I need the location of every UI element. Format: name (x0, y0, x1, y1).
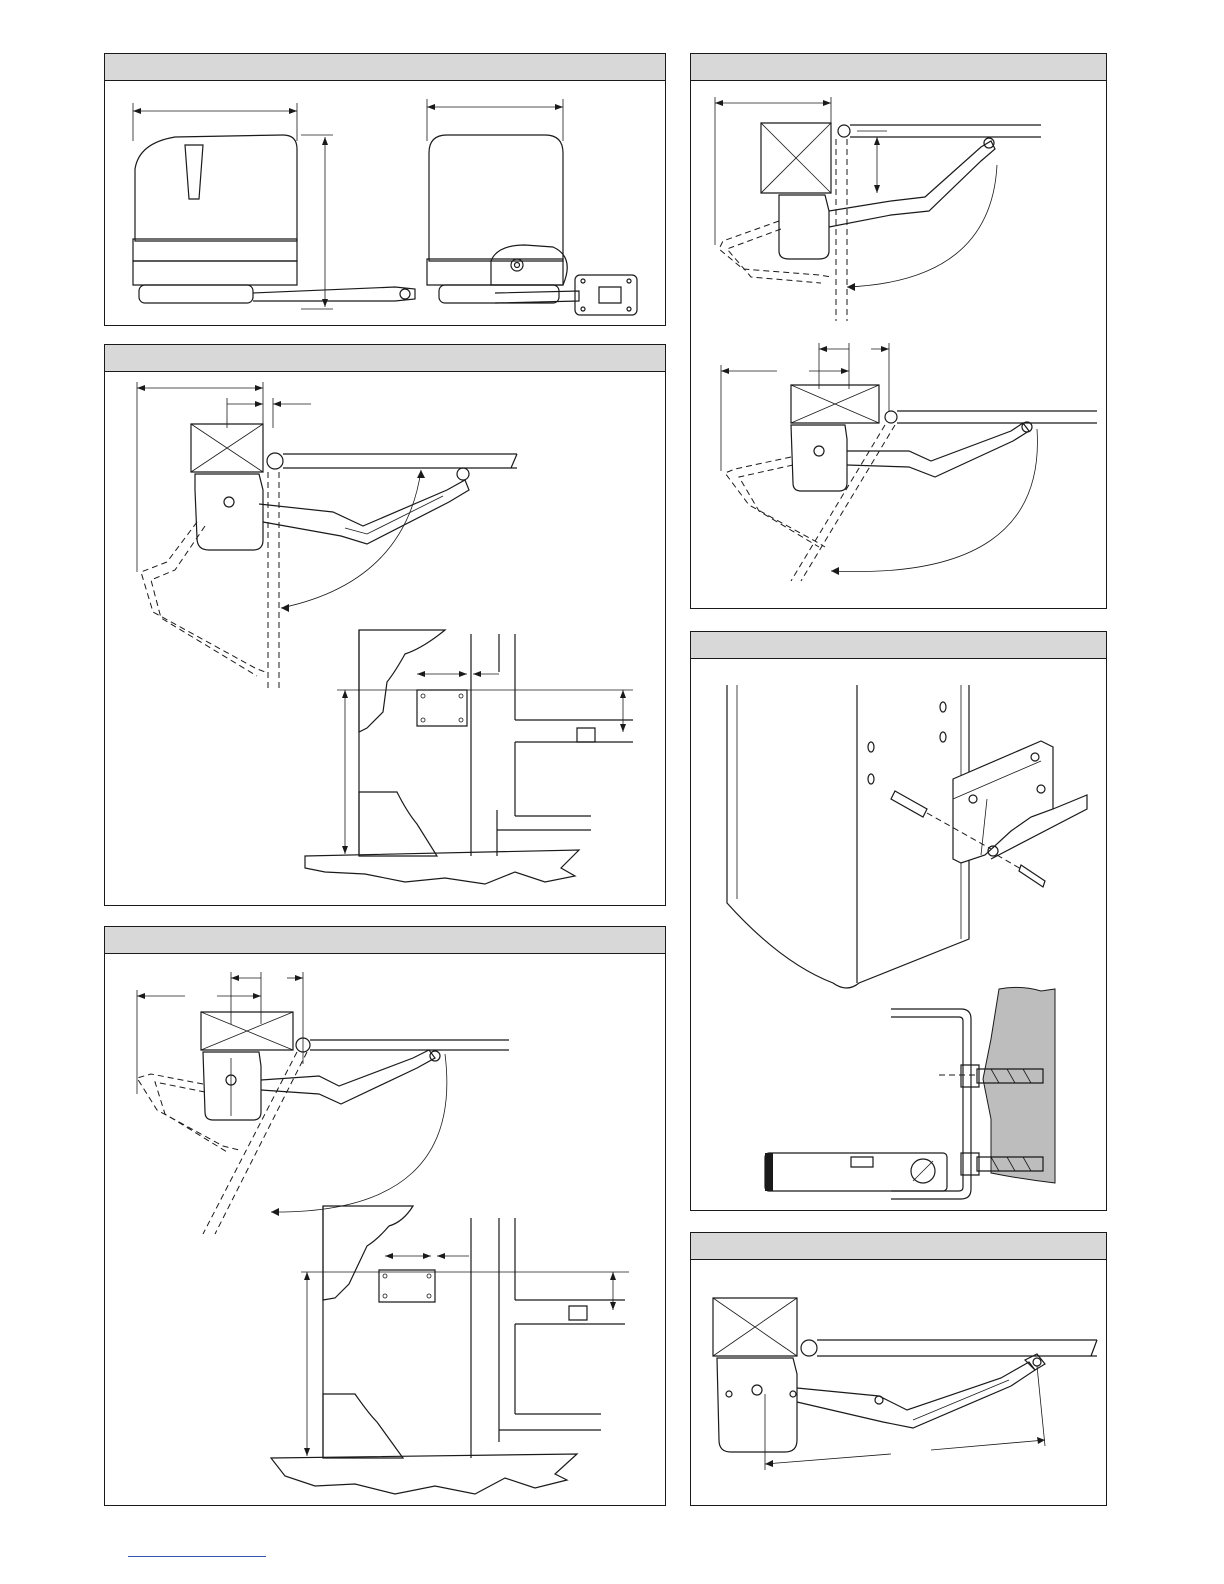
installation-a-drawing (105, 372, 665, 905)
spirit-level (765, 1153, 947, 1191)
open-arm-dashed (137, 1074, 239, 1152)
upper-layout (715, 97, 1041, 321)
panel-header (691, 632, 1106, 659)
footer-rule (128, 1556, 266, 1557)
panel-header (105, 345, 665, 372)
panel-installation-b (104, 926, 666, 1506)
wall-detail (305, 630, 633, 884)
panel-header (105, 54, 665, 81)
pillar (201, 1012, 293, 1050)
gate-leaf (203, 1038, 509, 1234)
panel-installation-a (104, 344, 666, 906)
pillar (191, 424, 263, 472)
arm-length-dimension (765, 1366, 1045, 1470)
operator-side-view (133, 135, 415, 303)
panel-bracket-fixing (690, 631, 1107, 1211)
fixing-screw (997, 855, 1045, 887)
operator-dimension-drawing (105, 81, 665, 325)
height-dimension (301, 135, 333, 309)
operator-body (195, 468, 469, 550)
panel-header (691, 54, 1106, 81)
panel-arm-length (690, 1232, 1107, 1506)
operator-body (717, 1354, 1045, 1452)
panel-header (105, 927, 665, 954)
panel-header (691, 1233, 1106, 1260)
pillar-post (727, 685, 969, 988)
installation-c-drawing (691, 81, 1106, 608)
bracket (953, 741, 1087, 863)
operator-front-view (427, 135, 637, 315)
open-arm-dashed (141, 522, 265, 676)
gate-leaf (267, 453, 517, 688)
lower-layout (721, 343, 1097, 581)
dimension-lines (137, 382, 311, 572)
wall-detail (271, 1206, 629, 1494)
grey-wall (983, 987, 1055, 1183)
operator-body (203, 1050, 440, 1120)
panel-dimensions (104, 53, 666, 326)
opening-arc (281, 470, 425, 612)
gate-leaf (801, 1340, 1097, 1356)
installation-b-drawing (105, 954, 665, 1505)
arm-length-drawing (691, 1260, 1106, 1505)
pillar (713, 1298, 797, 1356)
bracket-fixing-drawing (691, 659, 1106, 1210)
panel-installation-c (690, 53, 1107, 609)
